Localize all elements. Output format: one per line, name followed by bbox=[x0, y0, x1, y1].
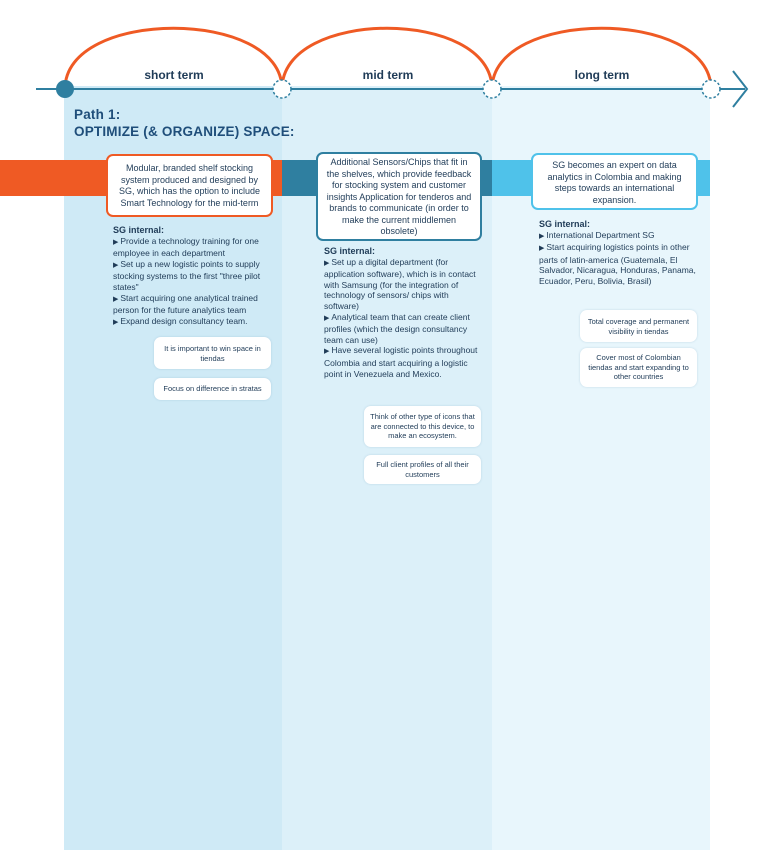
list-item-text: Set up a digital department (for applica… bbox=[324, 256, 476, 311]
card-long-term: SG becomes an expert on data analytics i… bbox=[531, 153, 698, 210]
phase-label-mid-term: mid term bbox=[362, 68, 414, 82]
internal-heading: SG internal: bbox=[324, 246, 376, 256]
long-term-column bbox=[492, 86, 710, 850]
list-item: ▶Have several logistic points throughout… bbox=[324, 345, 486, 379]
note-card: Total coverage and permanent visibility … bbox=[580, 310, 697, 342]
list-item-text: Analytical team that can create client p… bbox=[324, 311, 470, 345]
internal-heading: SG internal: bbox=[113, 225, 165, 235]
list-item: ▶Start acquiring one analytical trained … bbox=[113, 293, 281, 316]
list-item-text: Start acquiring logistics points in othe… bbox=[539, 242, 696, 286]
internal-heading: SG internal: bbox=[539, 219, 591, 229]
path-name: OPTIMIZE (& ORGANIZE) SPACE: bbox=[74, 124, 295, 139]
list-item-text: Have several logistic points throughout … bbox=[324, 345, 478, 379]
right-triangle-bullet-icon: ▶ bbox=[539, 232, 545, 240]
list-item: ▶Analytical team that can create client … bbox=[324, 312, 486, 346]
right-triangle-bullet-icon: ▶ bbox=[324, 348, 330, 356]
start-dot-icon bbox=[56, 80, 74, 98]
list-item-text: Expand design consultancy team. bbox=[120, 315, 248, 326]
internal-list-short-term: SG internal: ▶Provide a technology train… bbox=[113, 225, 281, 328]
right-triangle-bullet-icon: ▶ bbox=[324, 259, 330, 267]
right-triangle-bullet-icon: ▶ bbox=[113, 261, 119, 269]
internal-list-long-term: SG internal: ▶International Department S… bbox=[539, 219, 709, 287]
right-triangle-bullet-icon: ▶ bbox=[113, 295, 119, 303]
right-triangle-bullet-icon: ▶ bbox=[539, 245, 545, 253]
milestone-dot-icon bbox=[482, 79, 502, 99]
list-item-text: Provide a technology training for one em… bbox=[113, 235, 259, 259]
path-number: Path 1: bbox=[74, 107, 121, 122]
timeline bbox=[36, 26, 749, 108]
note-card: Think of other type of icons that are co… bbox=[364, 406, 481, 447]
list-item: ▶Start acquiring logistics points in oth… bbox=[539, 242, 709, 286]
right-triangle-bullet-icon: ▶ bbox=[113, 238, 119, 246]
list-item-text: International Department SG bbox=[546, 229, 655, 240]
right-triangle-bullet-icon: ▶ bbox=[113, 318, 119, 326]
right-triangle-bullet-icon: ▶ bbox=[324, 314, 330, 322]
list-item: ▶International Department SG bbox=[539, 230, 709, 243]
phase-label-short-term: short term bbox=[144, 68, 204, 82]
short-term-arc bbox=[63, 26, 284, 90]
list-item-text: Set up a new logistic points to supply s… bbox=[113, 258, 261, 292]
phase-label-long-term: long term bbox=[574, 68, 630, 82]
list-item: ▶Expand design consultancy team. bbox=[113, 316, 281, 329]
note-card: Cover most of Colombian tiendas and star… bbox=[580, 348, 697, 387]
note-card: Full client profiles of all their custom… bbox=[364, 455, 481, 484]
internal-list-mid-term: SG internal: ▶Set up a digital departmen… bbox=[324, 246, 486, 379]
milestone-dot-icon bbox=[272, 79, 292, 99]
path-title: Path 1: OPTIMIZE (& ORGANIZE) SPACE: bbox=[74, 106, 295, 140]
list-item: ▶Set up a new logistic points to supply … bbox=[113, 259, 281, 293]
card-short-term: Modular, branded shelf stocking system p… bbox=[106, 154, 273, 217]
mid-term-arc bbox=[280, 26, 494, 90]
list-item: ▶Provide a technology training for one e… bbox=[113, 236, 281, 259]
long-term-arc bbox=[490, 26, 713, 90]
list-item: ▶Set up a digital department (for applic… bbox=[324, 257, 486, 312]
note-card: It is important to win space in tiendas bbox=[154, 337, 271, 369]
arrow-right-icon bbox=[732, 70, 749, 108]
list-item-text: Start acquiring one analytical trained p… bbox=[113, 292, 258, 316]
milestone-dot-icon bbox=[701, 79, 721, 99]
card-mid-term: Additional Sensors/Chips that fit in the… bbox=[316, 152, 482, 241]
note-card: Focus on difference in stratas bbox=[154, 378, 271, 400]
